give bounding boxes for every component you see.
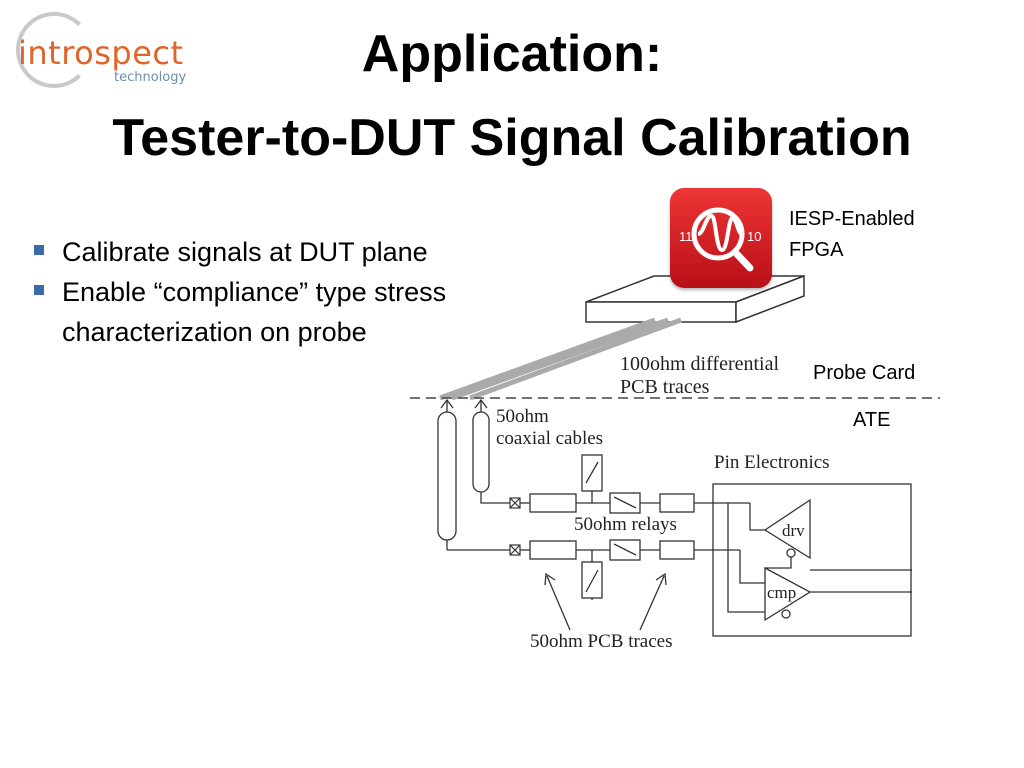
pcb-traces-label-1: 100ohm differential [620, 353, 779, 375]
pin-electronics-box [712, 483, 912, 637]
svg-text:11: 11 [679, 229, 693, 244]
signal-paths [447, 502, 750, 551]
drv-label: drv [782, 521, 805, 540]
fpga-label-line1: IESP-Enabled [789, 208, 915, 230]
bullet-list: Calibrate signals at DUT plane Enable “c… [30, 232, 530, 352]
pcb-traces-label-2: PCB traces [620, 376, 710, 398]
slide-title-line2: Tester-to-DUT Signal Calibration [112, 109, 912, 167]
fpga-label-line2: FPGA [789, 239, 844, 261]
differential-traces [439, 317, 682, 401]
coax-cables [437, 411, 490, 550]
iesp-fpga-chip: 11 10 [670, 188, 772, 288]
pcb-trace-arrows [544, 572, 667, 631]
boundary-arrows [440, 398, 488, 412]
logo-text: introspect [18, 34, 184, 72]
bullet-square-icon [34, 245, 44, 255]
logo-ring-icon [16, 12, 92, 88]
introspect-logo: introspect technology [8, 6, 208, 96]
coax-label-1: 50ohm [496, 406, 549, 427]
ate-label: ATE [853, 409, 891, 431]
bullet-square-icon [34, 285, 44, 295]
waveform-magnifier-icon: 11 10 [679, 207, 761, 272]
relay-switches [581, 454, 641, 600]
connector-icons [509, 497, 521, 556]
probe-card-label: Probe Card [813, 362, 916, 384]
svg-text:10: 10 [747, 229, 761, 244]
coax-label-2: coaxial cables [496, 428, 603, 449]
pin-electronics-label: Pin Electronics [714, 452, 830, 473]
bullet-item: Calibrate signals at DUT plane [30, 232, 530, 272]
relays-label: 50ohm relays [574, 514, 677, 535]
drv-cmp-amplifiers [727, 498, 912, 622]
trace-segments [529, 493, 695, 560]
fpga-board [585, 274, 805, 324]
bullet-item: Enable “compliance” type stress characte… [30, 272, 530, 352]
slide-title-line1: Application: [361, 25, 663, 83]
pcb50-label: 50ohm PCB traces [530, 631, 673, 652]
cmp-label: cmp [767, 583, 796, 602]
logo-subtext: technology [114, 70, 187, 85]
